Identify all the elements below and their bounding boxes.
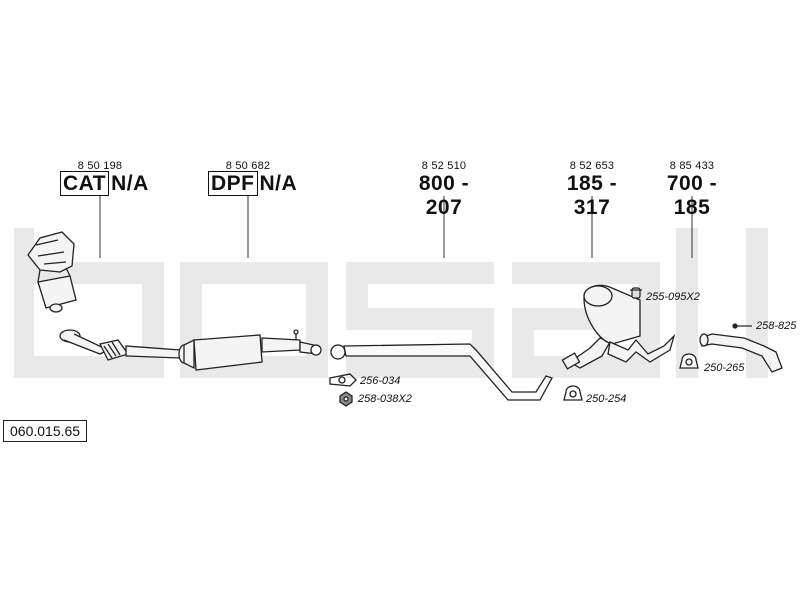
dpf-filter [178, 329, 322, 371]
fitting-label: 250-265 [704, 362, 745, 374]
nut-icon [339, 391, 353, 407]
clamp-icon [563, 385, 583, 401]
part-badge: DPF [208, 171, 258, 196]
part-number: N/A [259, 172, 298, 195]
clamp-icon [679, 353, 699, 369]
bolt-icon [732, 323, 752, 329]
fitting-label: 250-254 [586, 393, 627, 405]
part-code: 8 52 510 [421, 160, 467, 172]
fitting-label: 256-034 [360, 375, 401, 387]
fitting-label: 258-825 [756, 320, 797, 332]
diagram-id-badge: 060.015.65 [3, 420, 88, 442]
fitting-label: 255-095X2 [646, 291, 700, 303]
part-label-middle-pipe: 8 52 510 800 - 207 [398, 160, 490, 220]
part-number: 800 - 207 [418, 172, 470, 219]
part-label-rear-silencer: 8 52 653 185 - 317 [546, 160, 638, 220]
gasket-icon [329, 373, 357, 387]
middle-pipe [330, 343, 553, 401]
part-number: 185 - 317 [566, 172, 618, 219]
leader-lines [99, 196, 693, 258]
fitting-label: 258-038X2 [358, 393, 412, 405]
part-code: 8 85 433 [669, 160, 715, 172]
part-number: N/A [111, 172, 149, 195]
part-label-tailpipe: 8 85 433 700 - 185 [646, 160, 738, 220]
part-code: 8 50 198 [77, 160, 123, 172]
catalytic-converter [27, 231, 181, 361]
part-number: 700 - 185 [666, 172, 718, 219]
part-code: 8 52 653 [569, 160, 615, 172]
rubber-mount-icon [630, 287, 642, 299]
tailpipe [699, 333, 783, 373]
rear-silencer [561, 284, 676, 370]
part-badge: CAT [60, 171, 110, 196]
part-code: 8 50 682 [225, 160, 271, 172]
